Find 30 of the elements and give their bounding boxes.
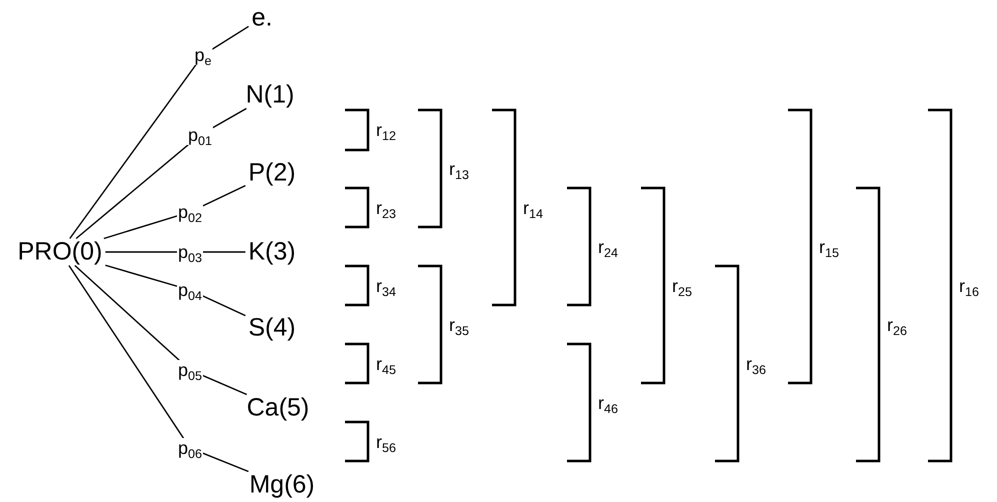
bracket-label: r$_{25}$ (672, 276, 692, 294)
bracket-label: r$_{15}$ (819, 238, 840, 256)
node-label: Mg(6) (249, 472, 315, 498)
bracket-label: r$_{13}$ (449, 160, 470, 178)
node-label: S(4) (248, 316, 296, 340)
bracket-label: r$_{26}$ (887, 316, 908, 334)
bracket-label: r$_{23}$ (376, 198, 396, 216)
bracket-label: r$_{16}$ (959, 276, 980, 294)
bracket-label: r$_{24}$ (598, 238, 618, 256)
node-label: PRO(0) (18, 240, 102, 264)
bracket-label: r$_{12}$ (376, 121, 396, 139)
bracket-label: r$_{45}$ (376, 354, 396, 372)
bracket-label: r$_{56}$ (376, 432, 396, 450)
bracket-label: r$_{34}$ (376, 276, 396, 294)
connector-line (69, 26, 249, 239)
bracket-label: r$_{14}$ (523, 198, 544, 216)
connector-line (68, 265, 249, 472)
node-label: K(3) (248, 240, 296, 264)
bracket-label: r$_{35}$ (449, 316, 470, 334)
edge-label: p$_{05}$ (176, 360, 204, 380)
bracket-label: r$_{36}$ (746, 354, 766, 372)
node-label: N(1) (246, 82, 294, 108)
node-label: Ca(5) (246, 396, 310, 420)
edge-label: p$_{06}$ (176, 438, 204, 458)
node-label: P(2) (248, 160, 296, 186)
node-label: e. (252, 6, 272, 30)
edge-label: p$_{e}$ (193, 45, 213, 65)
edge-label: p$_{01}$ (186, 125, 214, 145)
edge-label: p$_{02}$ (176, 202, 204, 222)
bracket-label: r$_{46}$ (598, 394, 618, 412)
